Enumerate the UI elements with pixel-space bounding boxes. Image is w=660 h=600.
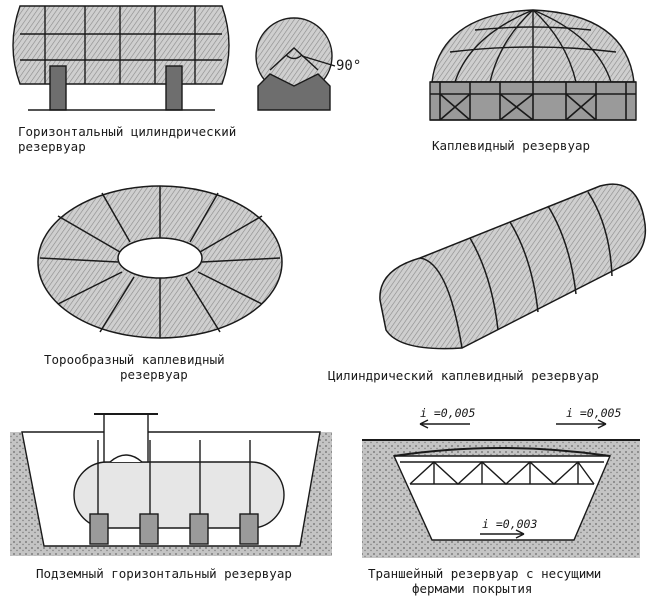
- slope-label-left: i =0,005: [420, 406, 475, 420]
- caption-drop-tank: Каплевидный резервуар: [432, 138, 590, 153]
- drop-tank-meridian: [454, 9, 534, 83]
- caption-line: Каплевидный резервуар: [432, 138, 591, 153]
- drop-tank-meridian: [532, 9, 612, 83]
- torus-inner: [117, 237, 203, 279]
- torus-segments: [39, 186, 281, 338]
- horizontal-tank-support-left: [49, 65, 67, 111]
- cylindrical-drop-body: [379, 183, 647, 350]
- cylindrical-drop-tank-figure: [379, 183, 647, 350]
- caption-line: Траншейный резервуар с несущими: [368, 566, 602, 581]
- underground-tank-shell: [73, 461, 285, 529]
- cylindrical-drop-end: [419, 257, 463, 349]
- drop-tank-figure: [429, 9, 637, 121]
- slope-label-right: i =0,005: [566, 406, 621, 420]
- drop-tank-parallel: [449, 46, 617, 53]
- trench-pit: [392, 455, 612, 541]
- drop-tank-meridian: [489, 9, 534, 83]
- trench-cover: [393, 447, 611, 457]
- caption-cylindrical-drop-tank: Цилиндрический каплевидный резервуар: [328, 368, 599, 383]
- drop-tank-meridian: [532, 9, 577, 83]
- trench-truss: [400, 460, 604, 485]
- underground-manhole-dome: [109, 454, 143, 463]
- cylindrical-drop-rings: [469, 191, 613, 331]
- slope-arrow-bottom: [480, 529, 525, 539]
- trench-tank-figure: [362, 419, 640, 558]
- caption-line: фермами покрытия: [412, 581, 533, 596]
- caption-line: резервуар: [120, 367, 188, 382]
- horizontal-tank-figure: [12, 5, 336, 111]
- caption-underground-tank: Подземный горизонтальный резервуар: [36, 566, 292, 581]
- angle-arc: [285, 54, 303, 60]
- caption-horizontal-tank: Горизонтальный цилиндрический резервуар: [18, 124, 236, 154]
- caption-torus-tank: Торообразный каплевидный резервуар: [44, 352, 225, 382]
- caption-line: Цилиндрический каплевидный резервуар: [328, 368, 599, 383]
- angle-label: 90°: [336, 58, 361, 74]
- slope-arrow-right: [556, 419, 607, 429]
- underground-tank-figure: [10, 413, 332, 556]
- angle-leader: [301, 55, 336, 67]
- underground-supports: [89, 513, 259, 545]
- horizontal-tank-support-right: [165, 65, 183, 111]
- drop-tank-parallel: [474, 26, 592, 31]
- caption-line: резервуар: [18, 139, 86, 154]
- cross-section-saddle: [257, 73, 331, 111]
- angle-lines: [269, 47, 319, 71]
- horizontal-tank-shell: [12, 5, 230, 85]
- caption-trench-tank: Траншейный резервуар с несущими фермами …: [368, 566, 601, 596]
- drop-tank-support-frame: [430, 81, 636, 121]
- caption-line: Торообразный каплевидный: [44, 352, 225, 367]
- slope-label-bottom: i =0,003: [482, 517, 537, 531]
- caption-line: Подземный горизонтальный резервуар: [36, 566, 292, 581]
- caption-line: Горизонтальный цилиндрический: [18, 124, 237, 139]
- torus-tank-figure: [37, 185, 283, 339]
- slope-arrow-left: [419, 419, 470, 429]
